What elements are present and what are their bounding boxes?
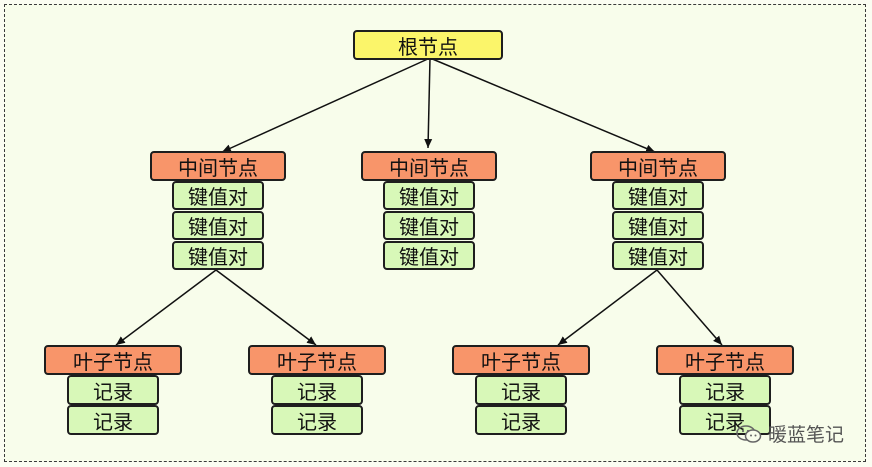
watermark: 暖蓝笔记: [736, 420, 844, 447]
record-entry: 记录: [679, 375, 771, 405]
edge-intermediate-1-to-leaf-1: [115, 269, 217, 346]
edge-intermediate-3-to-leaf-4: [656, 269, 723, 346]
key-value-entry: 键值对: [612, 181, 704, 210]
key-value-entry: 键值对: [383, 181, 475, 210]
record-entry: 记录: [67, 405, 159, 435]
root-node: 根节点: [353, 30, 503, 60]
record-entry: 记录: [67, 375, 159, 405]
leaf-node-4: 叶子节点: [656, 345, 794, 375]
key-value-entry: 键值对: [612, 241, 704, 270]
edge-root-to-intermediate-2: [424, 57, 433, 149]
watermark-text: 暖蓝笔记: [767, 424, 844, 446]
intermediate-node-1: 中间节点: [150, 151, 286, 181]
key-value-entry: 键值对: [383, 211, 475, 240]
record-entry: 记录: [271, 375, 363, 405]
record-entry: 记录: [475, 375, 567, 405]
key-value-entry: 键值对: [612, 211, 704, 240]
edge-intermediate-3-to-leaf-3: [557, 269, 658, 346]
wechat-icon: [736, 424, 762, 443]
record-entry: 记录: [271, 405, 363, 435]
leaf-node-1: 叶子节点: [44, 345, 182, 375]
leaf-node-2: 叶子节点: [248, 345, 386, 375]
key-value-entry: 键值对: [172, 241, 264, 270]
key-value-entry: 键值对: [172, 211, 264, 240]
key-value-entry: 键值对: [383, 241, 475, 270]
key-value-entry: 键值对: [172, 181, 264, 210]
intermediate-node-2: 中间节点: [361, 151, 497, 181]
edge-root-to-intermediate-1: [221, 57, 431, 153]
record-entry: 记录: [679, 405, 771, 435]
record-entry: 记录: [475, 405, 567, 435]
edge-root-to-intermediate-3: [429, 57, 656, 153]
intermediate-node-3: 中间节点: [590, 151, 726, 181]
leaf-node-3: 叶子节点: [452, 345, 590, 375]
edge-intermediate-1-to-leaf-2: [215, 269, 317, 346]
